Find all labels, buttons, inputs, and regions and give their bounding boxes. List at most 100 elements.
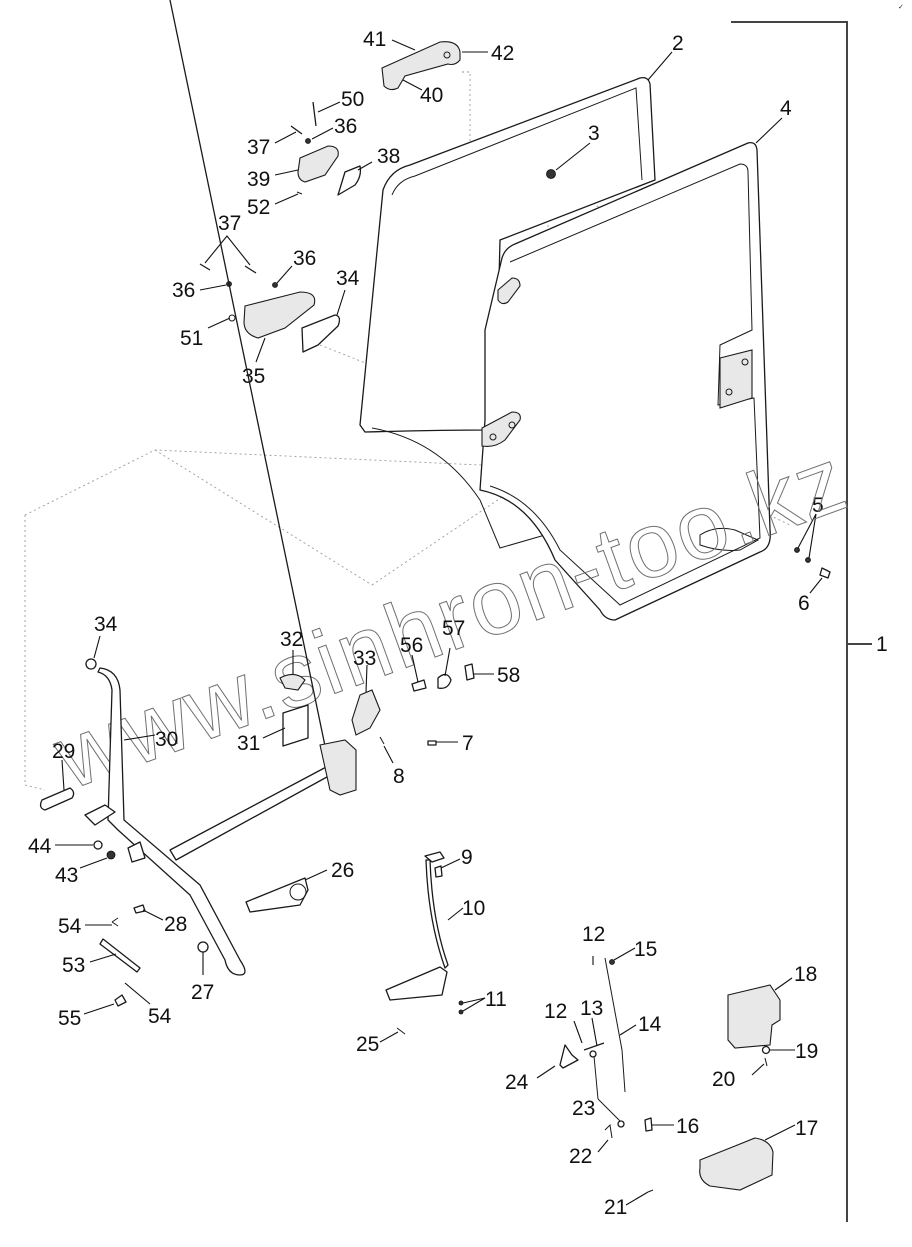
callout-50[interactable]: 50: [341, 88, 364, 111]
part-33-lock[interactable]: 33: [351, 647, 381, 736]
part-15-nut[interactable]: 15: [609, 938, 658, 965]
part-16-spring[interactable]: 16: [644, 1115, 699, 1138]
callout-2[interactable]: 2: [672, 32, 684, 55]
part-2-rear-window-frame[interactable]: [359, 76, 656, 549]
part-12-pin-upper[interactable]: 12: [582, 923, 605, 965]
callout-24[interactable]: 24: [505, 1071, 529, 1094]
callout-3[interactable]: 3: [588, 122, 600, 145]
part-54-clip-upper[interactable]: 54: [58, 915, 119, 938]
part-27-washer[interactable]: 27: [191, 941, 214, 1004]
callout-34a[interactable]: 34: [336, 267, 360, 290]
part-31-plate[interactable]: 31: [237, 704, 309, 755]
callout-18[interactable]: 18: [794, 963, 817, 986]
callout-36c[interactable]: 36: [293, 247, 316, 270]
callout-16[interactable]: 16: [676, 1115, 699, 1138]
callout-53[interactable]: 53: [62, 954, 85, 977]
part-34-washer[interactable]: [85, 658, 97, 670]
callout-55[interactable]: 55: [58, 1007, 81, 1030]
part-30-door-frame-tube[interactable]: 30: [84, 0, 357, 976]
part-53-gas-strut[interactable]: 53: [62, 938, 141, 977]
callout-40[interactable]: 40: [420, 84, 443, 107]
part-12-pin-lower[interactable]: 12: [544, 1000, 583, 1044]
callout-54b[interactable]: 54: [148, 1005, 172, 1028]
part-5-nuts[interactable]: 5: [794, 494, 824, 563]
part-44-washer[interactable]: 44: [28, 835, 103, 858]
callout-33[interactable]: 33: [353, 647, 376, 670]
callout-58[interactable]: 58: [497, 664, 520, 687]
part-26-plate[interactable]: 26: [245, 859, 354, 913]
callout-10[interactable]: 10: [462, 897, 485, 920]
callout-44[interactable]: 44: [28, 835, 52, 858]
part-9-bolt[interactable]: 9: [434, 846, 473, 878]
part-22-clip[interactable]: 22: [569, 1123, 613, 1168]
callout-37a[interactable]: 37: [247, 136, 270, 159]
callout-17[interactable]: 17: [795, 1117, 818, 1140]
part-24-bracket[interactable]: 24: [505, 1044, 579, 1094]
callout-14[interactable]: 14: [638, 1013, 662, 1036]
part-10-lever-rod[interactable]: 10: [385, 851, 485, 1001]
callout-57[interactable]: 57: [442, 617, 465, 640]
part-19-washer[interactable]: 19: [761, 1040, 819, 1063]
part-4-door-frame[interactable]: [479, 142, 771, 621]
callout-51[interactable]: 51: [180, 327, 203, 350]
part-20-screw[interactable]: 20: [712, 1057, 768, 1091]
callout-43[interactable]: 43: [55, 864, 78, 887]
callout-56[interactable]: 56: [400, 634, 423, 657]
part-18-cover[interactable]: 18: [727, 963, 817, 1049]
callout-30[interactable]: 30: [155, 728, 178, 751]
part-57-clip[interactable]: 57: [437, 617, 465, 689]
callout-6[interactable]: 6: [798, 592, 810, 615]
callout-15[interactable]: 15: [634, 938, 657, 961]
callout-26[interactable]: 26: [331, 859, 354, 882]
part-25-pin[interactable]: 25: [356, 1027, 406, 1056]
callout-38[interactable]: 38: [377, 145, 400, 168]
callout-11[interactable]: 11: [485, 988, 507, 1011]
callout-52[interactable]: 52: [247, 196, 270, 219]
callout-12b[interactable]: 12: [544, 1000, 567, 1023]
callout-28[interactable]: 28: [164, 913, 187, 936]
callout-22[interactable]: 22: [569, 1145, 592, 1168]
callout-36a[interactable]: 36: [334, 115, 357, 138]
callout-42[interactable]: 42: [491, 42, 514, 65]
part-56-pin[interactable]: 56: [400, 634, 427, 692]
callout-1[interactable]: 1: [876, 633, 888, 656]
callout-13[interactable]: 13: [580, 997, 603, 1020]
callout-12a[interactable]: 12: [582, 923, 605, 946]
part-21-screw[interactable]: 21: [604, 1189, 654, 1219]
callout-8[interactable]: 8: [393, 765, 405, 788]
part-8-screw[interactable]: 8: [379, 736, 405, 788]
callout-27[interactable]: 27: [191, 981, 214, 1004]
callout-19[interactable]: 19: [795, 1040, 818, 1063]
callout-20[interactable]: 20: [712, 1068, 735, 1091]
callout-54a[interactable]: 54: [58, 915, 82, 938]
part-55-ball-joint[interactable]: 55: [58, 994, 127, 1030]
part-11-screws[interactable]: 11: [458, 988, 507, 1015]
part-7-bolt[interactable]: 7: [427, 732, 474, 755]
callout-34b[interactable]: 34: [94, 613, 118, 636]
callout-7[interactable]: 7: [462, 732, 474, 755]
callout-4[interactable]: 4: [780, 97, 792, 120]
part-23-link-rod[interactable]: 23: [572, 1050, 625, 1128]
callout-41[interactable]: 41: [363, 28, 386, 51]
part-28-fitting[interactable]: 28: [133, 904, 187, 936]
part-13-rod[interactable]: 13: [580, 997, 605, 1051]
callout-39[interactable]: 39: [247, 168, 270, 191]
part-40-41-42-grab-handle[interactable]: 41 42 40: [363, 28, 514, 107]
callout-9[interactable]: 9: [461, 846, 473, 869]
part-29-plate[interactable]: 29: [39, 740, 76, 811]
callout-29[interactable]: 29: [52, 740, 75, 763]
part-58-block[interactable]: 58: [464, 663, 520, 687]
callout-31[interactable]: 31: [237, 732, 260, 755]
callout-35[interactable]: 35: [242, 365, 265, 388]
part-14-cable[interactable]: 14: [604, 957, 662, 1093]
callout-23[interactable]: 23: [572, 1097, 595, 1120]
part-6-stud[interactable]: 6: [798, 567, 831, 615]
part-43-nut[interactable]: 43: [55, 850, 116, 887]
callout-25[interactable]: 25: [356, 1033, 379, 1056]
callout-36b[interactable]: 36: [172, 279, 195, 302]
callout-5[interactable]: 5: [812, 494, 824, 517]
part-32-latch[interactable]: 32: [279, 628, 306, 691]
callout-32[interactable]: 32: [280, 628, 303, 651]
part-17-housing[interactable]: 17: [699, 1117, 819, 1191]
callout-21[interactable]: 21: [604, 1196, 627, 1219]
